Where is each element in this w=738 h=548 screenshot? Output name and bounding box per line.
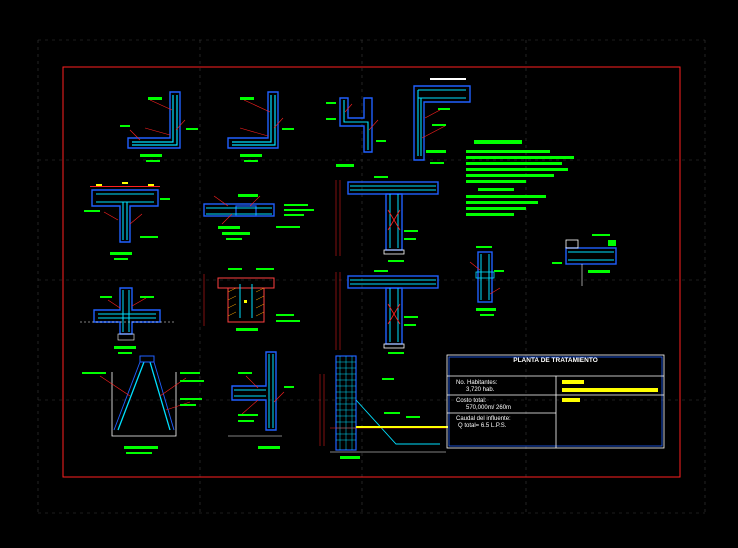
title-block-frame xyxy=(446,354,665,449)
detail-small-column xyxy=(469,246,504,316)
detail-t-beam xyxy=(84,182,170,260)
title-block-highlights xyxy=(562,380,658,402)
detail-cap-beam xyxy=(552,234,617,286)
detail-footing xyxy=(80,287,176,354)
detail-corner-wall-1 xyxy=(120,91,198,162)
detail-channel-section xyxy=(326,97,386,167)
title-block-value-flow: Q total= 6.5 L.P.S. xyxy=(458,423,507,429)
title-block-value-inhabitants: 3,720 hab. xyxy=(466,387,495,393)
title-block-label-cost: Costo total: xyxy=(456,398,487,404)
title-block-label-inhabitants: No. Habitantes: xyxy=(456,380,498,386)
detail-hopper xyxy=(82,355,204,454)
specification-notes xyxy=(466,140,574,216)
detail-column-slab-lower xyxy=(335,270,439,354)
sheet-frame xyxy=(62,66,681,478)
detail-wall-slab-joint xyxy=(413,78,471,164)
title-block-value-cost: 570,000m/ 260m xyxy=(466,405,512,411)
detail-corner-wall-2 xyxy=(227,91,294,162)
detail-beam-section xyxy=(203,194,314,240)
detail-hatched-pit xyxy=(203,268,300,331)
title-block-label-flow: Caudal del influente: xyxy=(456,416,511,422)
detail-wall-junction xyxy=(228,351,294,449)
detail-column-slab-upper xyxy=(335,176,439,262)
title-block-title: PLANTA DE TRATAMIENTO xyxy=(513,357,598,364)
detail-wall-elevation xyxy=(319,355,448,459)
